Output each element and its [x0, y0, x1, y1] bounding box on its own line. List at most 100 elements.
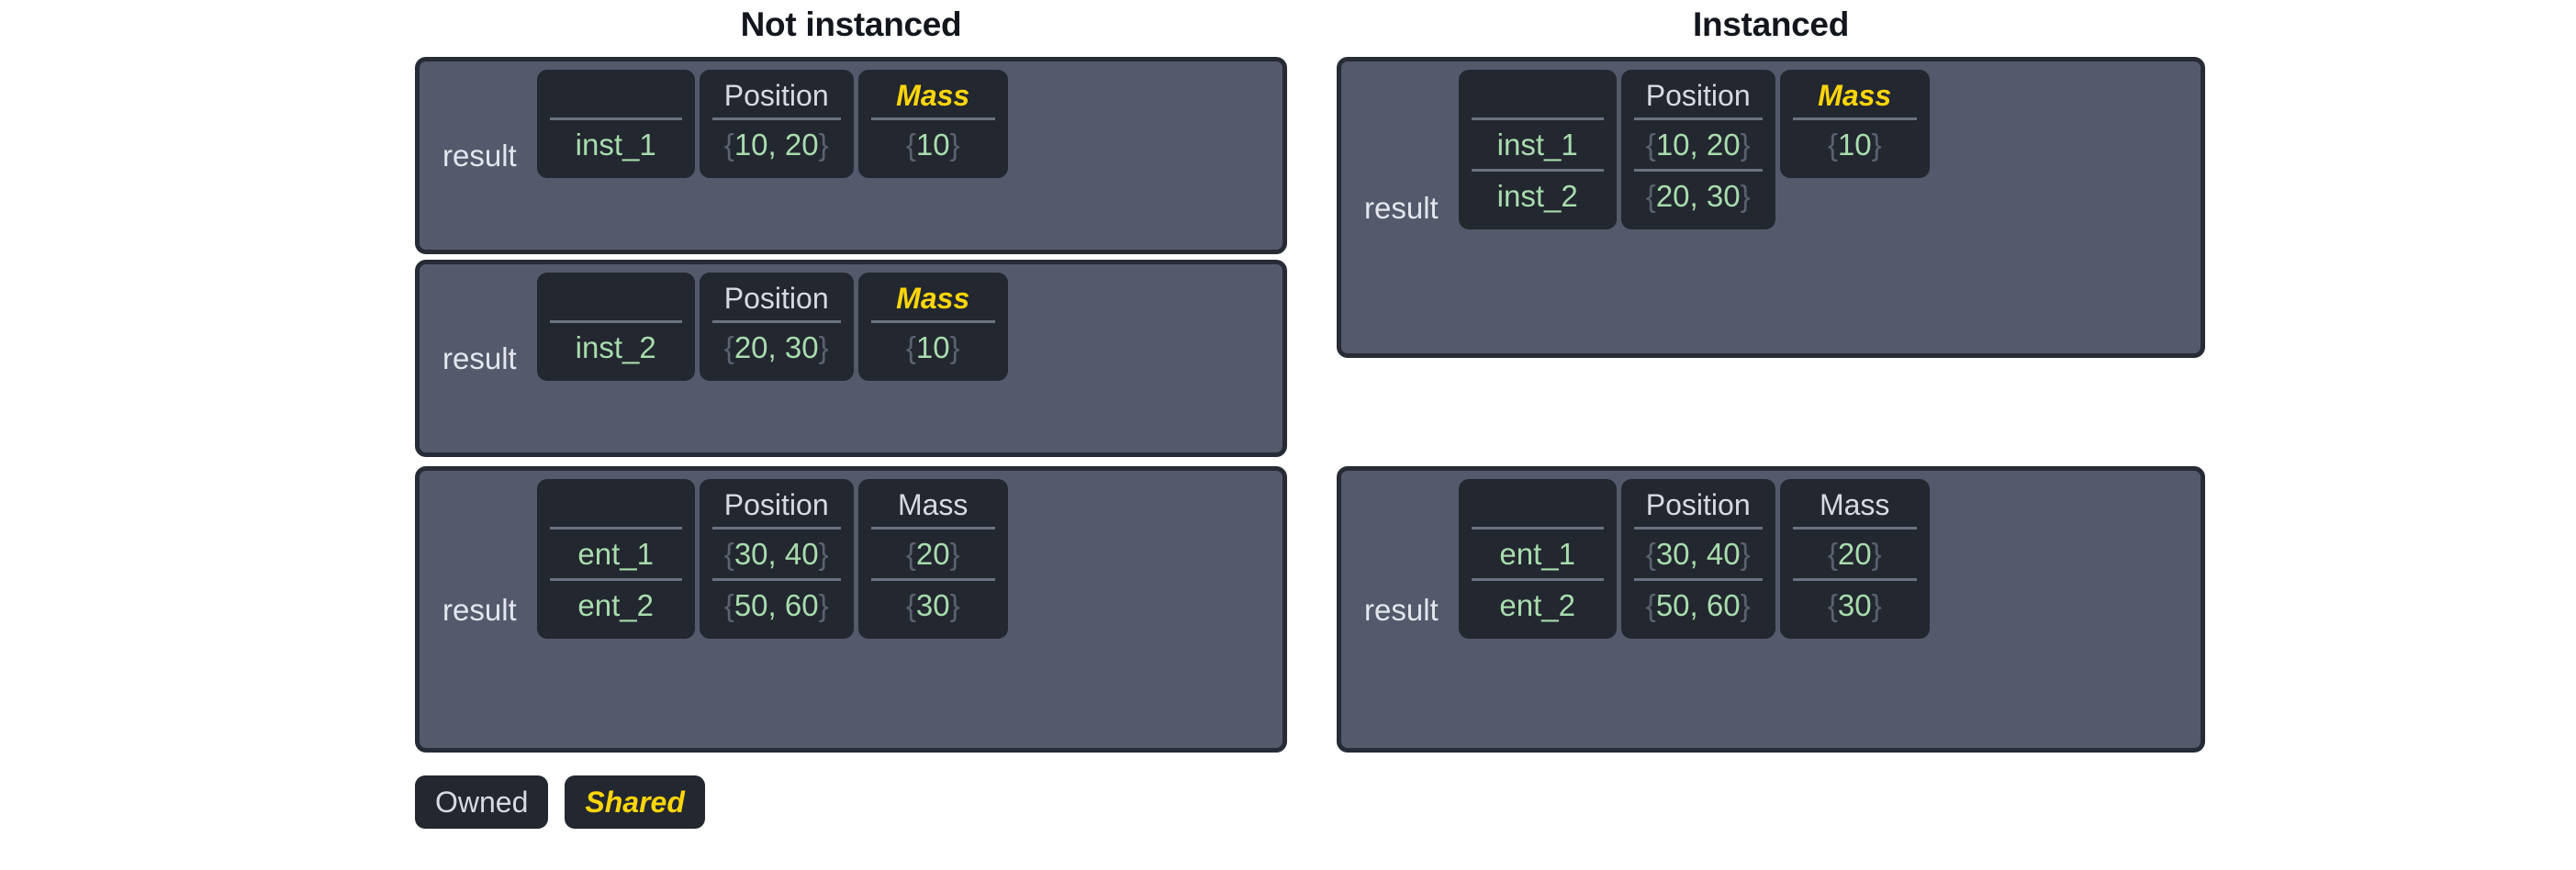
brace-open: {	[1645, 588, 1656, 622]
block-columns: inst_1 Position {10, 20} Mass {10}	[536, 70, 1274, 241]
table-cell-mass: {30}	[1792, 578, 1917, 630]
brace-open: {	[905, 588, 916, 622]
table-cell-mass: {20}	[870, 527, 995, 578]
table-cell-position: {30, 40}	[1633, 527, 1763, 578]
column-header-position: Position	[723, 282, 829, 315]
column-card-name: inst_1	[536, 70, 695, 178]
column-header-name	[537, 73, 695, 117]
brace-open: {	[905, 537, 916, 571]
table-cell-mass: {10}	[870, 117, 995, 169]
cell-value: 50, 60	[734, 588, 819, 622]
brace-open: {	[723, 128, 734, 162]
table-cell-mass: {20}	[1792, 527, 1917, 578]
column-card-position: Position {30, 40} {50, 60}	[1620, 479, 1775, 639]
brace-close: }	[818, 537, 829, 571]
brace-open: {	[723, 588, 734, 622]
cell-value: ent_2	[1499, 588, 1575, 622]
table-cell-mass: {10}	[1792, 117, 1917, 169]
table-cell-name: ent_1	[1471, 527, 1604, 578]
column-header-position: Position	[1645, 488, 1751, 521]
column-card-position: Position {10, 20}	[699, 70, 854, 178]
block-label: result	[1364, 190, 1439, 225]
cell-value: 30	[1837, 588, 1872, 622]
cell-value: 10	[1837, 128, 1872, 162]
brace-close: }	[1871, 128, 1882, 162]
column-card-mass: Mass {10}	[857, 273, 1008, 381]
table-cell-position: {50, 60}	[1633, 578, 1763, 630]
cell-value: 20	[915, 537, 950, 571]
cell-value: inst_1	[575, 128, 656, 162]
column-card-name: ent_1 ent_2	[536, 479, 695, 639]
table-cell-position: {20, 30}	[711, 320, 841, 372]
block-columns: ent_1 ent_2 Position {30, 40} {50, 60} M…	[536, 479, 1274, 740]
cell-value: 20, 30	[1655, 179, 1741, 213]
table-cell-name: inst_2	[549, 320, 682, 372]
cell-value: inst_2	[1496, 179, 1578, 213]
block-label: result	[1364, 592, 1439, 627]
column-card-mass-shared: Mass {10}	[1779, 70, 1930, 178]
column-not-instanced: Not instanced	[415, 0, 1287, 55]
legend: Owned Shared	[415, 775, 705, 829]
column-card-position: Position {10, 20} {20, 30}	[1620, 70, 1775, 229]
cell-value: 10	[915, 330, 950, 364]
column-card-mass: Mass {20} {30}	[1779, 479, 1930, 639]
table-block-left-3: result ent_1 ent_2 Position {30, 40} {50…	[415, 466, 1287, 753]
brace-open: {	[1827, 588, 1838, 622]
brace-open: {	[1827, 128, 1838, 162]
brace-open: {	[1645, 179, 1656, 213]
cell-value: inst_2	[575, 330, 656, 364]
table-block-left-1: result inst_1 Position {10, 20} Mass {10…	[415, 57, 1287, 254]
column-title-instanced: Instanced	[1692, 6, 1849, 43]
brace-open: {	[1827, 537, 1838, 571]
cell-value: 10, 20	[1655, 128, 1741, 162]
table-cell-position: {10, 20}	[711, 117, 841, 169]
brace-close: }	[949, 588, 960, 622]
brace-close: }	[1871, 588, 1882, 622]
column-header-name	[537, 276, 695, 320]
block-label: result	[442, 341, 517, 375]
column-header-mass: Mass	[1818, 79, 1892, 112]
brace-open: {	[1645, 128, 1656, 162]
table-cell-mass: {10}	[870, 320, 995, 372]
column-card-mass: Mass {10}	[857, 70, 1008, 178]
table-cell-name: inst_1	[549, 117, 682, 169]
brace-close: }	[1740, 588, 1751, 622]
cell-value: ent_1	[1499, 537, 1575, 571]
brace-close: }	[949, 537, 960, 571]
brace-open: {	[905, 128, 916, 162]
cell-value: 30	[915, 588, 950, 622]
brace-open: {	[905, 330, 916, 364]
brace-close: }	[949, 330, 960, 364]
column-header-name	[1459, 483, 1617, 527]
cell-value: inst_1	[1496, 128, 1578, 162]
column-title-not-instanced: Not instanced	[740, 6, 962, 43]
table-cell-mass: {30}	[870, 578, 995, 630]
brace-close: }	[1740, 537, 1751, 571]
brace-close: }	[1740, 179, 1751, 213]
column-card-position: Position {20, 30}	[699, 273, 854, 381]
column-header-name	[537, 483, 695, 527]
table-cell-name: ent_1	[549, 527, 682, 578]
legend-chip-owned: Owned	[415, 775, 549, 829]
column-header-mass: Mass	[896, 79, 970, 112]
table-cell-name: ent_2	[1471, 578, 1604, 630]
brace-close: }	[1871, 537, 1882, 571]
column-header-mass: Mass	[897, 488, 969, 521]
block-label: result	[442, 139, 517, 173]
brace-close: }	[818, 588, 829, 622]
column-header-position: Position	[1645, 79, 1751, 112]
column-card-name: inst_2	[536, 273, 695, 381]
table-cell-position: {50, 60}	[711, 578, 841, 630]
block-columns: inst_1 inst_2 Position {10, 20} {20, 30}…	[1458, 70, 2192, 345]
cell-value: ent_2	[577, 588, 654, 622]
table-block-right-1: result inst_1 inst_2 Position {10, 20} {…	[1337, 57, 2205, 358]
column-instanced: Instanced	[1337, 0, 2205, 55]
column-header-mass: Mass	[1819, 488, 1890, 521]
brace-open: {	[723, 330, 734, 364]
brace-close: }	[949, 128, 960, 162]
column-header-name	[1459, 73, 1617, 117]
table-cell-name: inst_2	[1471, 169, 1604, 220]
table-cell-name: inst_1	[1471, 117, 1604, 169]
cell-value: 10	[915, 128, 950, 162]
